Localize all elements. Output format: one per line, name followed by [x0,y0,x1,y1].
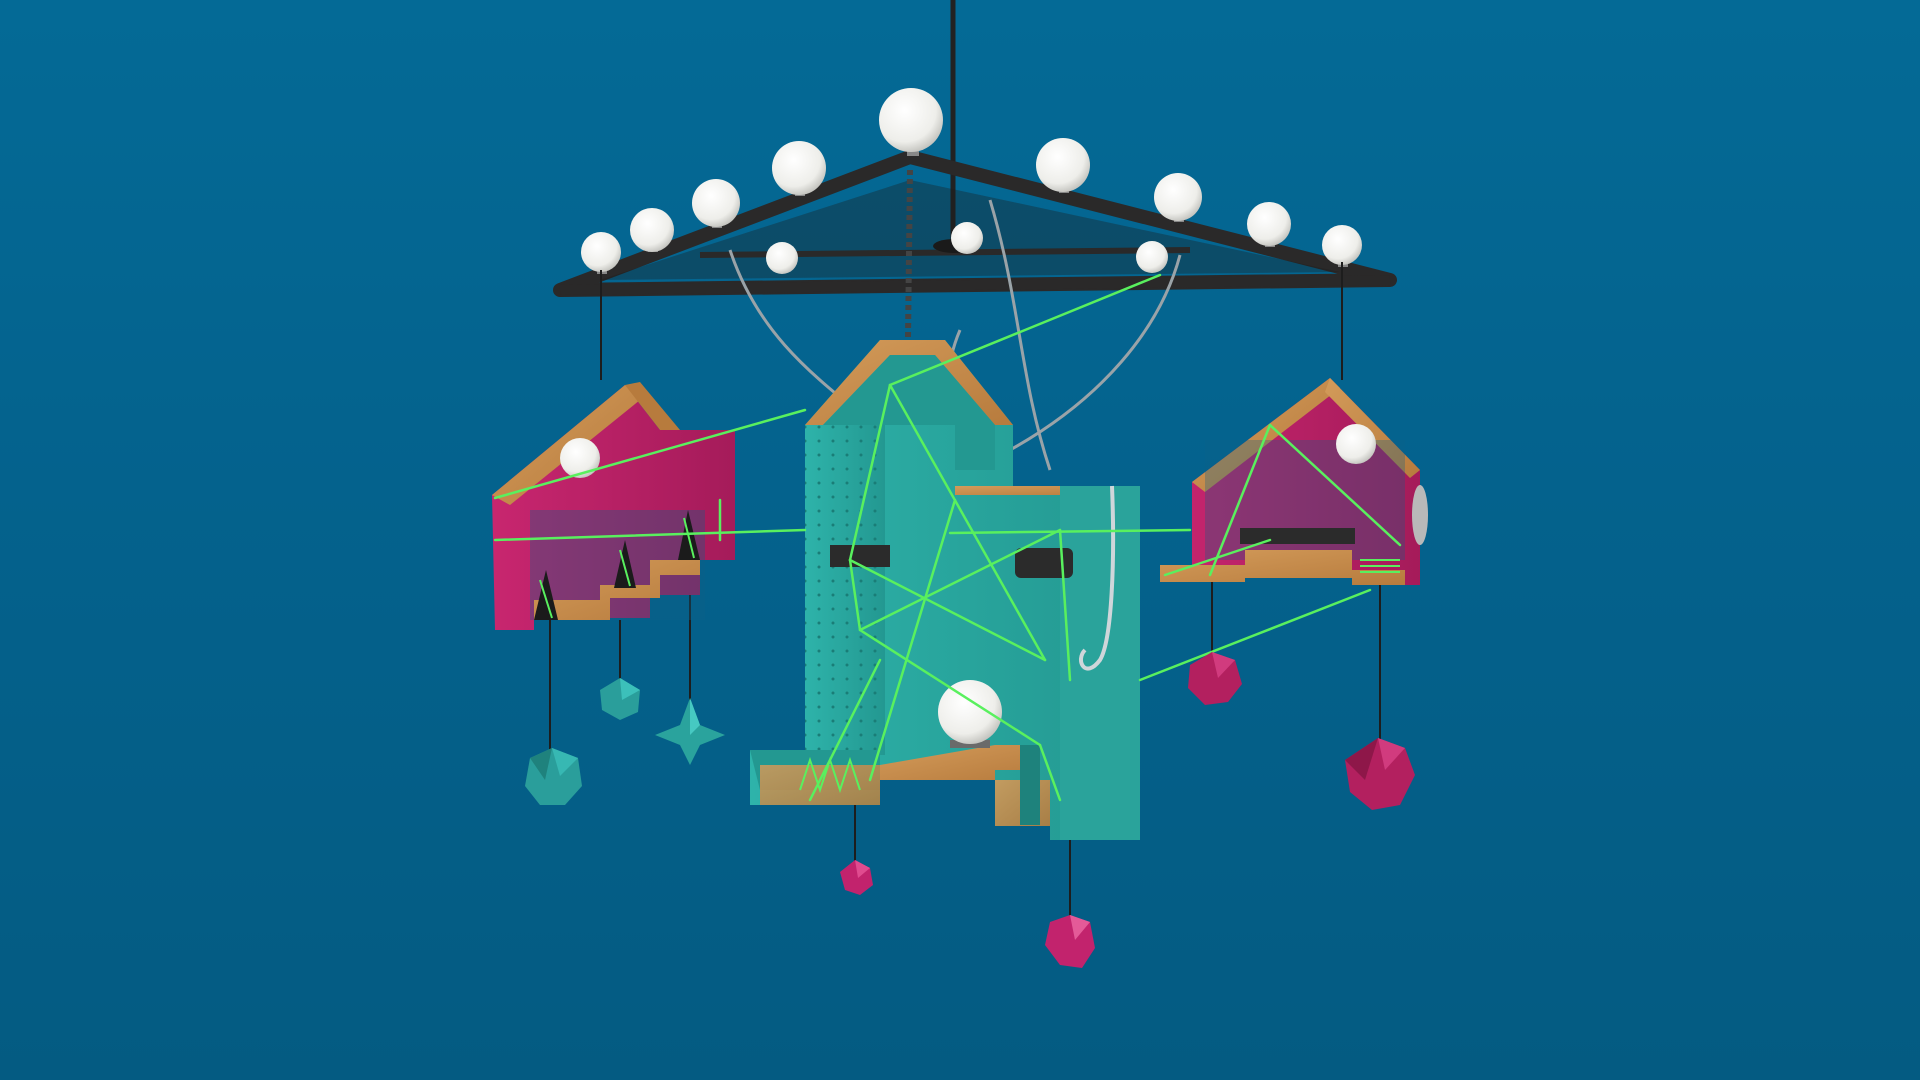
left-cone-3 [678,510,700,560]
hanging-ornaments [525,652,1415,968]
ornament-teal-sphere [525,748,582,805]
bulb-3 [692,179,740,228]
bulb-4 [772,141,826,196]
right-house [1160,378,1428,585]
bulb-5 [879,88,943,156]
bulb-8 [1247,202,1291,247]
bulb-12 [1136,241,1168,273]
laser-beams [493,273,1402,802]
ornament-magenta-large [1345,738,1415,810]
ornament-teal-star [655,698,725,765]
bulb-7 [1154,173,1202,222]
frame-bulbs [581,88,1362,274]
ornament-magenta-mid [1188,652,1242,705]
left-house [492,382,735,630]
left-cone-1 [534,570,558,620]
left-cone-2 [614,540,636,588]
ornament-magenta-gem [1045,915,1095,968]
right-coil [1360,559,1400,573]
bulb-10 [766,242,798,274]
bulb-2 [630,208,674,252]
bulb-6 [1036,138,1090,193]
center-house [750,340,1140,840]
bulb-11 [951,222,983,254]
ornament-magenta-small [840,860,873,895]
ornament-teal-small [600,678,640,720]
